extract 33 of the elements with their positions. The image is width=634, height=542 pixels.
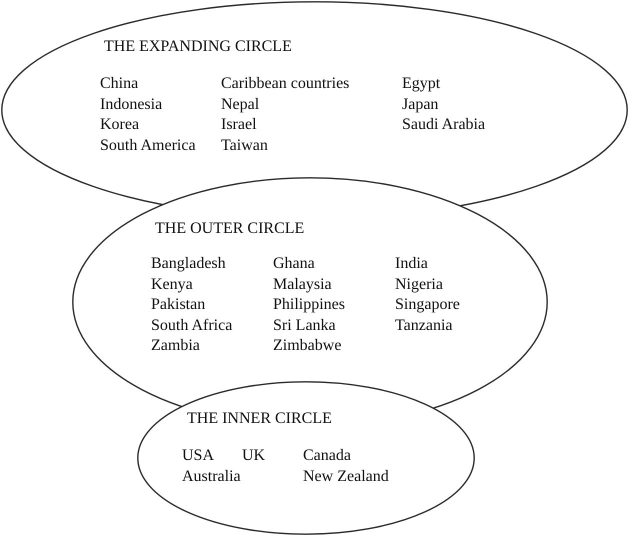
country-name: Malaysia <box>273 274 332 294</box>
country-name: Bangladesh <box>151 254 226 274</box>
country-name: India <box>395 254 428 274</box>
country-name: Taiwan <box>221 136 268 156</box>
circle-heading: THE OUTER CIRCLE <box>155 219 304 239</box>
country-name: New Zealand <box>303 466 389 486</box>
country-name: Nigeria <box>395 274 443 294</box>
country-name: Japan <box>402 94 438 114</box>
circle-heading: THE EXPANDING CIRCLE <box>104 37 292 57</box>
country-name: Nepal <box>221 94 260 114</box>
country-name: Egypt <box>402 74 440 94</box>
country-name: Kenya <box>151 274 193 294</box>
country-name: Tanzania <box>395 316 453 336</box>
country-name: Australia <box>182 466 241 486</box>
country-name: Zimbabwe <box>273 336 342 356</box>
country-name: Caribbean countries <box>221 74 350 94</box>
country-name: Pakistan <box>151 295 206 315</box>
country-name: Korea <box>100 115 140 135</box>
country-name: Ghana <box>273 254 315 274</box>
country-name: Canada <box>303 446 351 466</box>
country-name: Philippines <box>273 295 346 315</box>
country-name: Sri Lanka <box>273 316 336 336</box>
circle-heading: THE INNER CIRCLE <box>187 409 332 429</box>
country-name: Zambia <box>151 336 200 356</box>
country-name: Israel <box>221 115 257 135</box>
country-name: South America <box>100 136 196 156</box>
country-name: Saudi Arabia <box>402 115 486 135</box>
country-name: South Africa <box>151 316 232 336</box>
country-name: China <box>100 74 138 94</box>
country-name: Indonesia <box>100 94 162 114</box>
country-name: USA <box>182 446 214 466</box>
country-name: Singapore <box>395 295 460 315</box>
country-name: UK <box>242 446 266 466</box>
